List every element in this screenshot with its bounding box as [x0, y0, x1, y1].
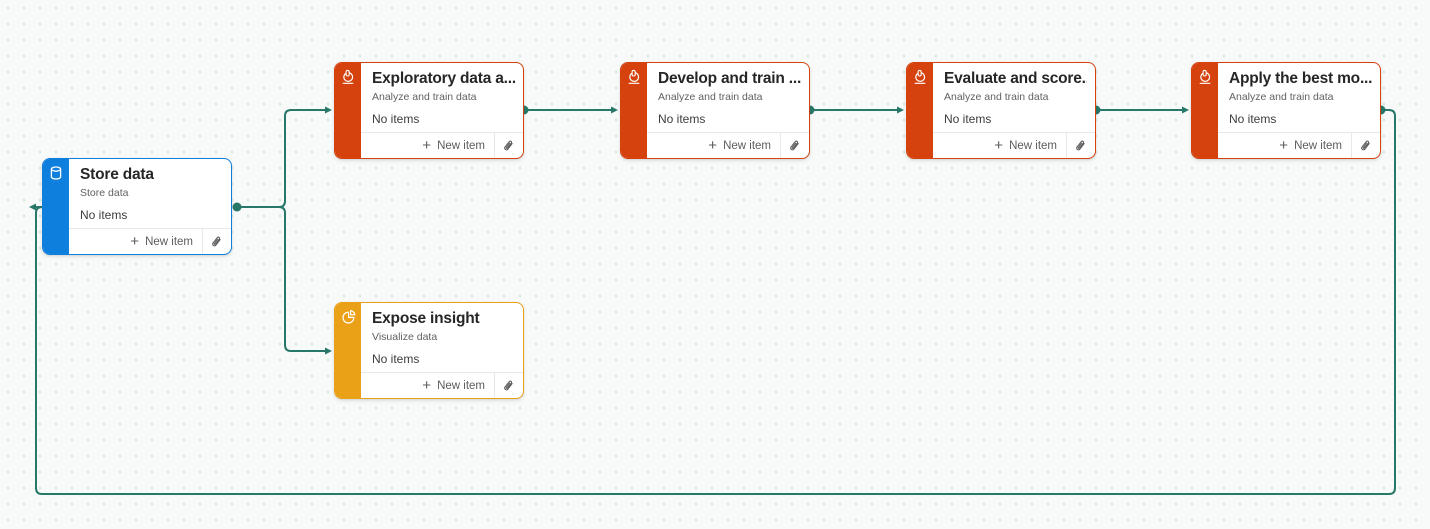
attachment-button[interactable]	[494, 373, 523, 398]
new-item-label: New item	[1009, 139, 1057, 152]
node-items-status: No items	[80, 208, 128, 222]
microscope-icon	[912, 69, 928, 85]
microscope-icon	[1197, 69, 1213, 85]
attachment-button[interactable]	[202, 229, 231, 254]
node-subtitle: Analyze and train data	[372, 91, 477, 103]
connector-dot	[232, 202, 242, 212]
node-exploratory-data-analysis[interactable]: Exploratory data a... Analyze and train …	[334, 62, 524, 159]
new-item-button[interactable]: + New item	[414, 133, 494, 158]
node-accent-stripe	[1192, 63, 1218, 158]
node-footer: + New item	[647, 132, 809, 158]
new-item-label: New item	[145, 235, 193, 248]
plus-icon: +	[130, 233, 140, 250]
paperclip-icon	[1359, 139, 1373, 153]
node-title: Store data	[80, 166, 154, 183]
paperclip-icon	[210, 235, 224, 249]
new-item-label: New item	[723, 139, 771, 152]
attachment-button[interactable]	[780, 133, 809, 158]
plus-icon: +	[708, 137, 718, 154]
node-subtitle: Analyze and train data	[1229, 91, 1334, 103]
new-item-button[interactable]: + New item	[700, 133, 780, 158]
new-item-button[interactable]: + New item	[122, 229, 202, 254]
pie-chart-icon	[340, 309, 356, 325]
node-footer: + New item	[361, 132, 523, 158]
node-subtitle: Store data	[80, 187, 129, 199]
node-title: Expose insight	[372, 310, 480, 327]
node-subtitle: Analyze and train data	[658, 91, 763, 103]
new-item-label: New item	[1294, 139, 1342, 152]
plus-icon: +	[422, 137, 432, 154]
node-subtitle: Visualize data	[372, 331, 438, 343]
node-accent-stripe	[907, 63, 933, 158]
node-title: Apply the best mo...	[1229, 70, 1372, 87]
node-subtitle: Analyze and train data	[944, 91, 1049, 103]
node-title: Evaluate and score...	[944, 70, 1087, 87]
plus-icon: +	[422, 377, 432, 394]
connector-store-to-exploratory[interactable]	[237, 106, 332, 208]
paperclip-icon	[1074, 139, 1088, 153]
node-title: Exploratory data a...	[372, 70, 515, 87]
node-footer: + New item	[69, 228, 231, 254]
node-evaluate-and-score[interactable]: Evaluate and score... Analyze and train …	[906, 62, 1096, 159]
microscope-icon	[626, 69, 642, 85]
new-item-label: New item	[437, 139, 485, 152]
node-items-status: No items	[944, 112, 992, 126]
node-accent-stripe	[335, 63, 361, 158]
node-accent-stripe	[335, 303, 361, 398]
node-develop-and-train[interactable]: Develop and train ... Analyze and train …	[620, 62, 810, 159]
node-items-status: No items	[372, 112, 420, 126]
node-store-data[interactable]: Store data Store data No items + New ite…	[42, 158, 232, 255]
new-item-label: New item	[437, 379, 485, 392]
attachment-button[interactable]	[494, 133, 523, 158]
node-expose-insight[interactable]: Expose insight Visualize data No items +…	[334, 302, 524, 399]
node-accent-stripe	[621, 63, 647, 158]
attachment-button[interactable]	[1066, 133, 1095, 158]
node-footer: + New item	[933, 132, 1095, 158]
plus-icon: +	[1279, 137, 1289, 154]
paperclip-icon	[502, 139, 516, 153]
database-icon	[48, 165, 64, 181]
new-item-button[interactable]: + New item	[414, 373, 494, 398]
node-items-status: No items	[1229, 112, 1277, 126]
plus-icon: +	[994, 137, 1004, 154]
attachment-button[interactable]	[1351, 133, 1380, 158]
node-items-status: No items	[372, 352, 420, 366]
node-items-status: No items	[658, 112, 706, 126]
connector-store-to-expose[interactable]	[237, 206, 332, 355]
node-footer: + New item	[1218, 132, 1380, 158]
node-title: Develop and train ...	[658, 70, 801, 87]
node-accent-stripe	[43, 159, 69, 254]
paperclip-icon	[788, 139, 802, 153]
new-item-button[interactable]: + New item	[1271, 133, 1351, 158]
paperclip-icon	[502, 379, 516, 393]
microscope-icon	[340, 69, 356, 85]
node-apply-best-model[interactable]: Apply the best mo... Analyze and train d…	[1191, 62, 1381, 159]
node-footer: + New item	[361, 372, 523, 398]
new-item-button[interactable]: + New item	[986, 133, 1066, 158]
connector-apply-to-store-loop[interactable]	[29, 109, 1396, 495]
